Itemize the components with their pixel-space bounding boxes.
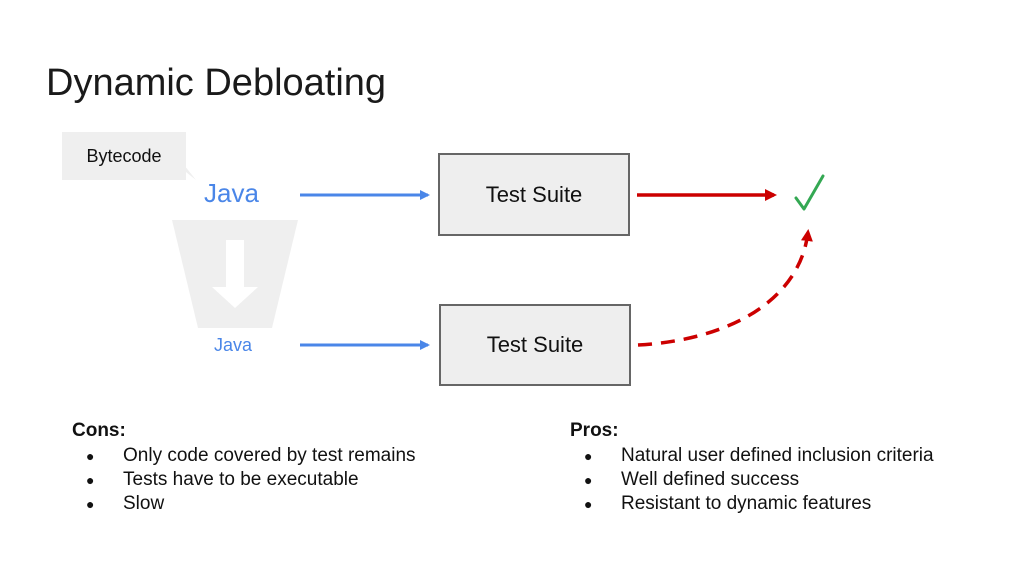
pros-heading: Pros: [570,420,619,441]
checkmark-icon [794,174,825,211]
list-item: Natural user defined inclusion criteria [570,444,934,468]
cons-section: Cons: Only code covered by test remains … [72,420,416,516]
test-suite-box-bottom: Test Suite [439,304,631,386]
list-item: Resistant to dynamic features [570,492,934,516]
bytecode-callout: Bytecode [62,132,186,180]
bytecode-label: Bytecode [86,145,162,166]
cons-list: Only code covered by test remains Tests … [72,444,416,516]
pros-list: Natural user defined inclusion criteria … [570,444,934,516]
list-item: Tests have to be executable [72,468,416,492]
java-debloated-label: Java [214,335,253,355]
test-suite-box-top: Test Suite [438,153,630,236]
java-source-label: Java [204,178,259,208]
pros-section: Pros: Natural user defined inclusion cri… [570,420,934,516]
list-item: Well defined success [570,468,934,492]
down-arrow-icon [212,240,258,308]
list-item: Slow [72,492,416,516]
list-item: Only code covered by test remains [72,444,416,468]
test-suite-label: Test Suite [486,332,584,357]
cons-heading: Cons: [72,420,126,441]
slide-title: Dynamic Debloating [46,62,387,104]
arrow-test-bottom-to-check-dashed [637,229,813,347]
test-suite-label: Test Suite [485,181,583,207]
